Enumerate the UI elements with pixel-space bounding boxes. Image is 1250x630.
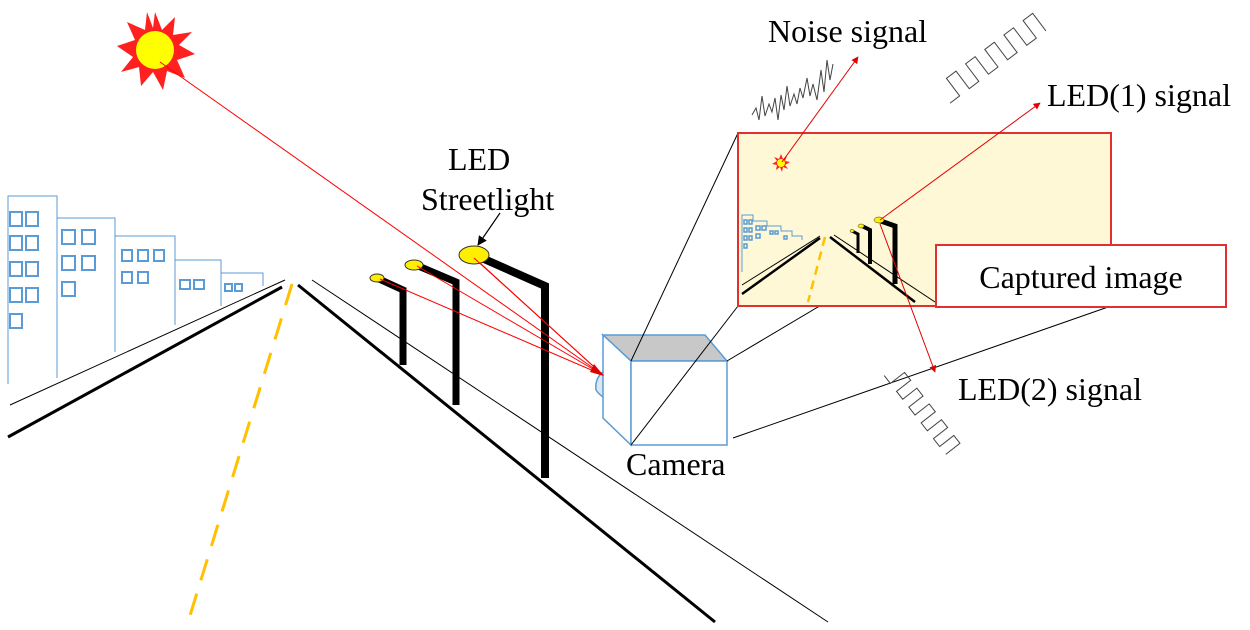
road-edge-right-outer	[311, 279, 829, 623]
building-outline	[7, 195, 264, 384]
led1-arrow	[879, 102, 1041, 221]
light-rays	[159, 61, 604, 376]
lamp2-to-camera-ray	[416, 265, 604, 376]
led2-arrow	[879, 223, 937, 373]
lamp-head-3	[458, 245, 490, 265]
led-streetlight-label-line2: Streetlight	[421, 181, 554, 217]
streetlight-pole-1	[377, 275, 407, 365]
road-edge-left-outer	[9, 279, 286, 406]
streetlight-pointer-arrow	[477, 212, 501, 246]
streetlight-icon	[369, 245, 549, 478]
mini-road	[741, 234, 936, 303]
signal-arrows	[781, 56, 1041, 373]
led1-signal-label: LED(1) signal	[1047, 77, 1231, 113]
lamp-head-1	[369, 273, 385, 283]
led2-signal-label: LED(2) signal	[958, 371, 1142, 407]
building-windows	[9, 211, 243, 329]
captured-image-label-box	[935, 244, 1227, 308]
led2-waveform-icon	[883, 371, 961, 455]
sun-to-camera-ray	[159, 61, 604, 376]
captured-image-label: Captured image	[979, 259, 1182, 295]
mini-buildings	[741, 214, 803, 272]
camera-front	[630, 360, 728, 446]
buildings	[7, 195, 264, 384]
sun-icon	[117, 12, 195, 90]
road	[7, 279, 829, 624]
camera-label: Camera	[626, 446, 726, 482]
streetlight-pole-3	[473, 251, 549, 478]
road-edge-right	[297, 283, 716, 624]
camera-ray-arrowhead	[590, 364, 604, 376]
road-edge-left	[7, 285, 283, 439]
noise-signal-label: Noise signal	[768, 13, 927, 49]
lamp-head-2	[404, 259, 424, 271]
streetlight-pole-2	[414, 261, 460, 405]
led1-waveform-icon	[945, 12, 1047, 104]
camera-icon	[595, 333, 729, 447]
noise-waveform-icon	[751, 59, 834, 121]
lane-marking	[186, 283, 294, 623]
lamp1-to-camera-ray	[379, 278, 604, 376]
lamp3-lower-to-camera-ray	[479, 262, 604, 376]
led-streetlight-label-line1: LED	[448, 141, 510, 177]
noise-arrow	[781, 56, 859, 163]
